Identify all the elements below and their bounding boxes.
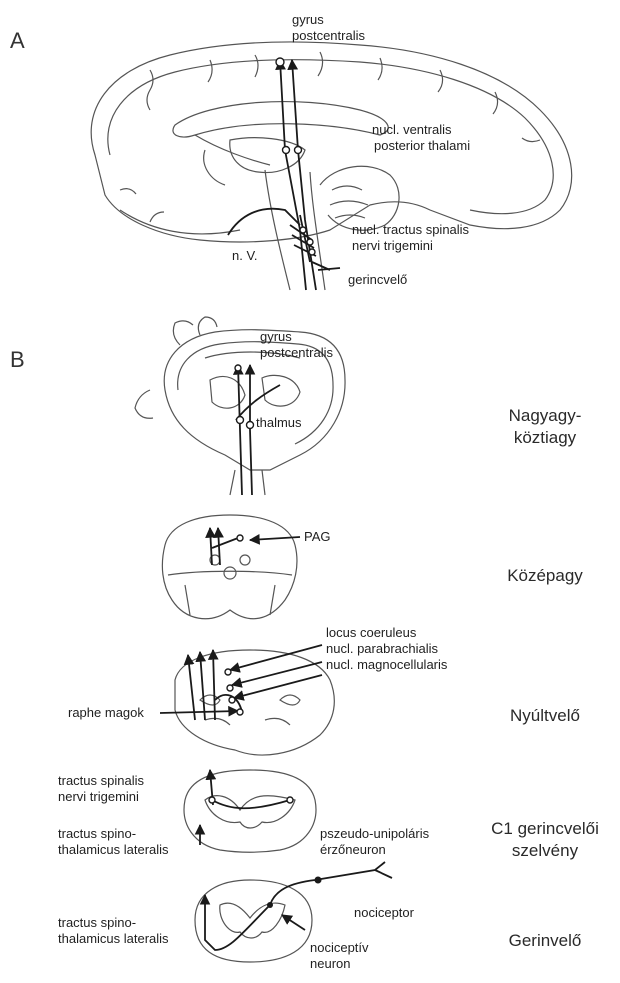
label-raphe: raphe magok bbox=[68, 705, 144, 721]
label-postcentralis-a: postcentralis bbox=[292, 28, 365, 44]
label-nociceptiv-1: nociceptív bbox=[310, 940, 369, 956]
level-gerinvelo: Gerinvelő bbox=[480, 930, 610, 952]
label-thalamus: thalmus bbox=[256, 415, 302, 431]
label-nvpt-1: nucl. ventralis bbox=[372, 122, 451, 138]
label-tstl2-1: tractus spino- bbox=[58, 915, 136, 931]
label-magnocellularis: nucl. magnocellularis bbox=[326, 657, 447, 673]
panel-b-letter: B bbox=[10, 347, 25, 373]
label-ntsnt-1: nucl. tractus spinalis bbox=[352, 222, 469, 238]
label-locus-coeruleus: locus coeruleus bbox=[326, 625, 416, 641]
level-nagyagy-2: köztiagy bbox=[480, 427, 610, 449]
label-nv: n. V. bbox=[232, 248, 258, 264]
label-pag: PAG bbox=[304, 529, 331, 545]
label-gyrus-b: gyrus bbox=[260, 329, 292, 345]
level-nyultvelo: Nyúltvelő bbox=[480, 705, 610, 727]
label-nvpt-2: posterior thalami bbox=[374, 138, 470, 154]
panel-a-letter: A bbox=[10, 28, 25, 54]
label-ntsnt-2: nervi trigemini bbox=[352, 238, 433, 254]
label-nociceptor: nociceptor bbox=[354, 905, 414, 921]
level-c1-1: C1 gerincvelői bbox=[480, 818, 610, 840]
label-postcentralis-b: postcentralis bbox=[260, 345, 333, 361]
label-tstl1-2: thalamicus lateralis bbox=[58, 842, 169, 858]
label-parabrachialis: nucl. parabrachialis bbox=[326, 641, 438, 657]
label-gerincvelo-a: gerincvelő bbox=[348, 272, 407, 288]
label-tstl1-1: tractus spino- bbox=[58, 826, 136, 842]
label-tsnt-2: nervi trigemini bbox=[58, 789, 139, 805]
label-tstl2-2: thalamicus lateralis bbox=[58, 931, 169, 947]
label-pseudo-1: pszeudo-unipoláris bbox=[320, 826, 429, 842]
label-nociceptiv-2: neuron bbox=[310, 956, 350, 972]
level-kozepagy: Középagy bbox=[480, 565, 610, 587]
level-nagyagy-1: Nagyagy- bbox=[480, 405, 610, 427]
label-pseudo-2: érzőneuron bbox=[320, 842, 386, 858]
level-c1-2: szelvény bbox=[480, 840, 610, 862]
label-gyrus-a: gyrus bbox=[292, 12, 324, 28]
label-tsnt-1: tractus spinalis bbox=[58, 773, 144, 789]
